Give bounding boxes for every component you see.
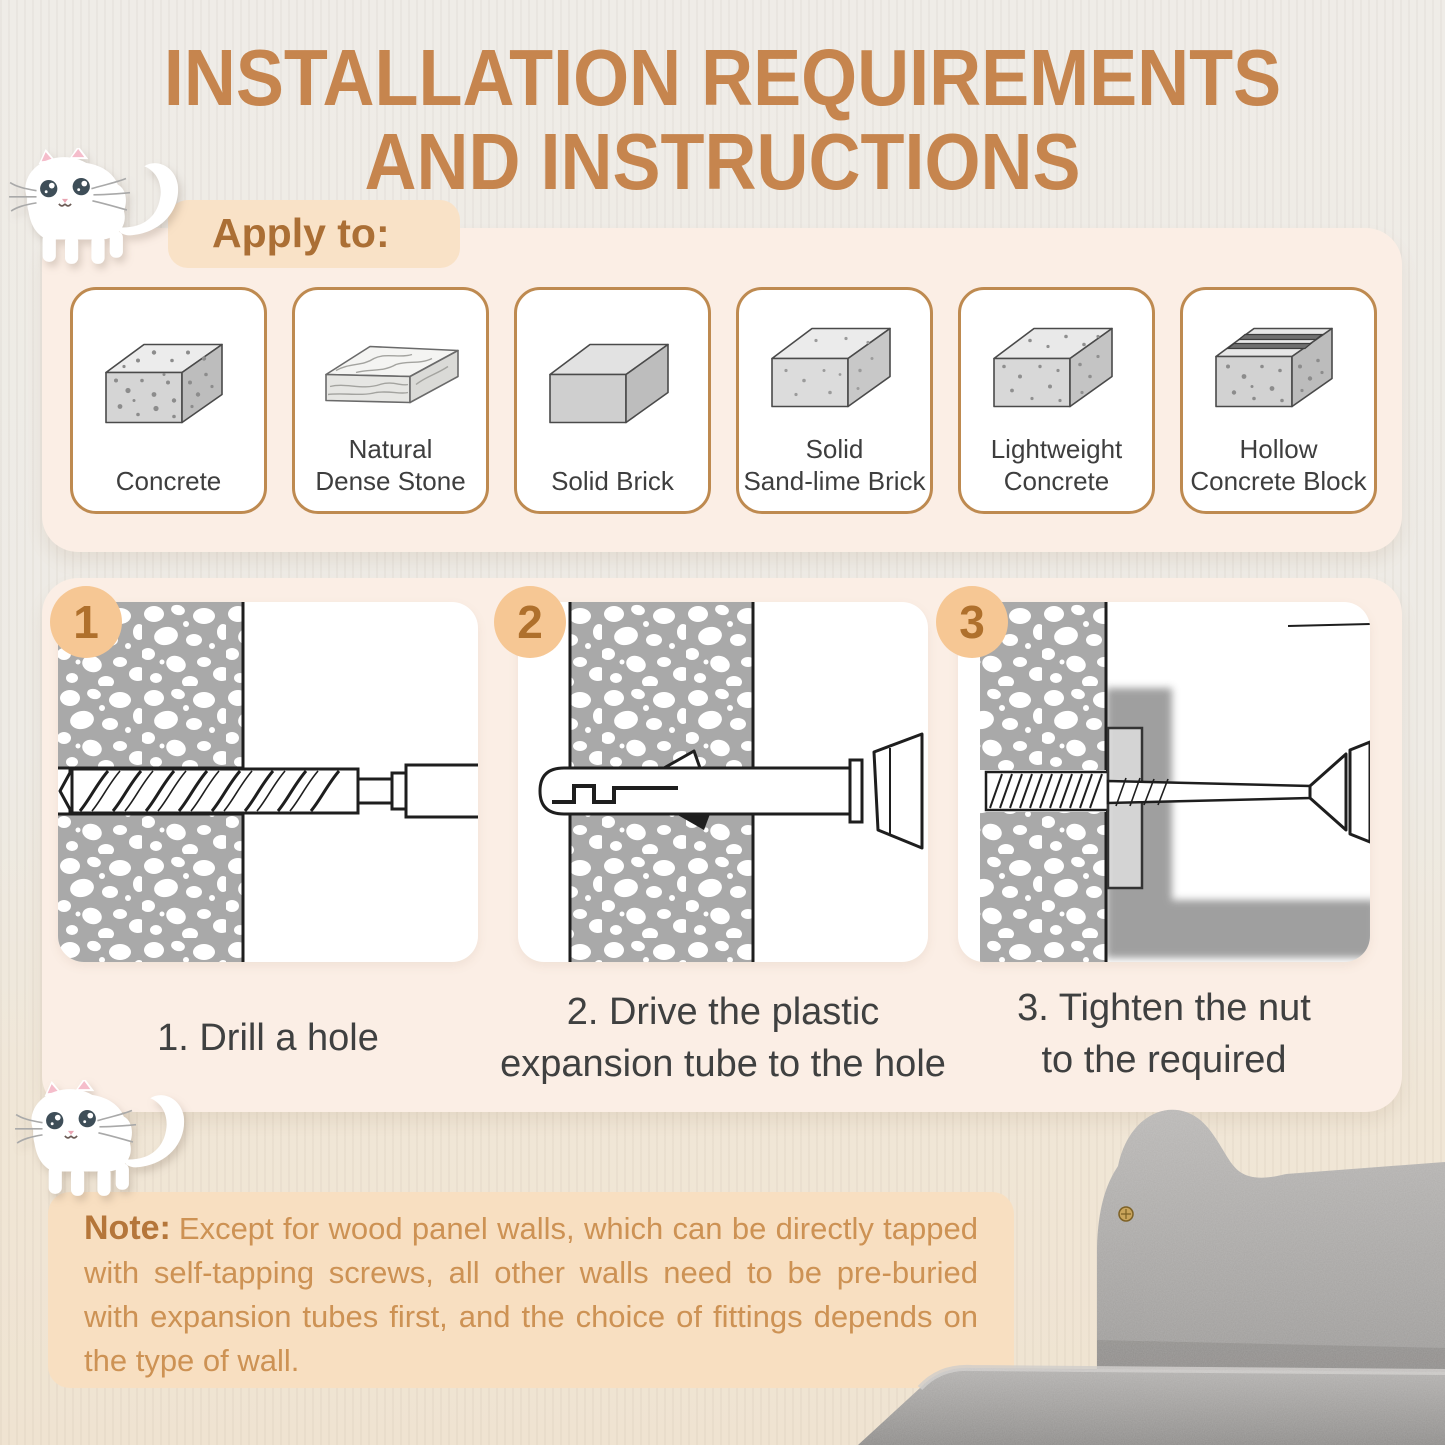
natural-dense-stone-icon xyxy=(324,345,459,403)
page-title-line1: INSTALLATION REQUIREMENTS xyxy=(163,33,1282,122)
material-art xyxy=(94,290,244,465)
material-art xyxy=(1204,290,1354,433)
expansion-tube-icon xyxy=(538,602,924,962)
step3-illustration xyxy=(958,602,1370,962)
material-label: Solid Sand-lime Brick xyxy=(743,434,926,496)
material-card-lightweight-concrete: Lightweight Concrete xyxy=(958,287,1155,514)
material-art xyxy=(538,290,688,465)
step1-illustration xyxy=(58,602,478,962)
note-text: Except for wood panel walls, which can b… xyxy=(84,1211,978,1378)
apply-to-label-pill: Apply to: xyxy=(168,200,460,268)
page-title: INSTALLATION REQUIREMENTS AND INSTRUCTIO… xyxy=(0,36,1445,204)
white-cat-icon xyxy=(15,1080,185,1196)
step3-caption: 3. Tighten the nut to the required xyxy=(1017,987,1311,1081)
material-label: Solid Brick xyxy=(551,466,674,496)
material-label: Natural Dense Stone xyxy=(315,434,466,496)
lightweight-concrete-icon xyxy=(992,327,1113,407)
material-card-solid-brick: Solid Brick xyxy=(514,287,711,514)
note-label: Note: xyxy=(84,1209,171,1247)
step2-number: 2 xyxy=(517,596,543,648)
step2-number-badge: 2 xyxy=(494,586,566,658)
step1-number-badge: 1 xyxy=(50,586,122,658)
note-paragraph: Note:Except for wood panel walls, which … xyxy=(84,1206,978,1383)
step1-caption: 1. Drill a hole xyxy=(157,1017,379,1059)
note-panel: Note:Except for wood panel walls, which … xyxy=(48,1192,1014,1388)
material-card-sand-lime-brick: Solid Sand-lime Brick xyxy=(736,287,933,514)
material-card-natural-dense-stone: Natural Dense Stone xyxy=(292,287,489,514)
material-art xyxy=(982,290,1132,433)
white-cat-icon xyxy=(9,148,179,264)
materials-panel: Concrete xyxy=(42,228,1402,552)
step3-number: 3 xyxy=(959,596,985,648)
material-label: Lightweight Concrete xyxy=(990,434,1123,496)
concrete-block-icon xyxy=(104,343,223,423)
sand-lime-brick-icon xyxy=(770,327,891,407)
step2-caption: 2. Drive the plastic expansion tube to t… xyxy=(500,991,946,1085)
material-art xyxy=(760,290,910,433)
material-card-hollow-concrete-block: Hollow Concrete Block xyxy=(1180,287,1377,514)
plush-cat-shelf-graphic xyxy=(858,1109,1445,1445)
step1-number: 1 xyxy=(73,596,99,648)
material-card-concrete: Concrete xyxy=(70,287,267,514)
material-label: Hollow Concrete Block xyxy=(1190,434,1367,496)
plush-cat-shelf-photo xyxy=(858,1088,1445,1445)
page-title-line2: AND INSTRUCTIONS xyxy=(364,117,1081,206)
solid-brick-icon xyxy=(548,343,669,423)
material-label: Concrete xyxy=(115,466,222,496)
hollow-concrete-block-icon xyxy=(1214,327,1333,407)
tighten-nut-icon xyxy=(980,602,1370,962)
materials-card-row: Concrete xyxy=(70,287,1377,514)
material-art xyxy=(316,290,466,433)
step2-illustration xyxy=(518,602,928,962)
drill-bit-icon xyxy=(58,602,478,962)
step3-number-badge: 3 xyxy=(936,586,1008,658)
apply-to-label: Apply to: xyxy=(212,210,390,256)
